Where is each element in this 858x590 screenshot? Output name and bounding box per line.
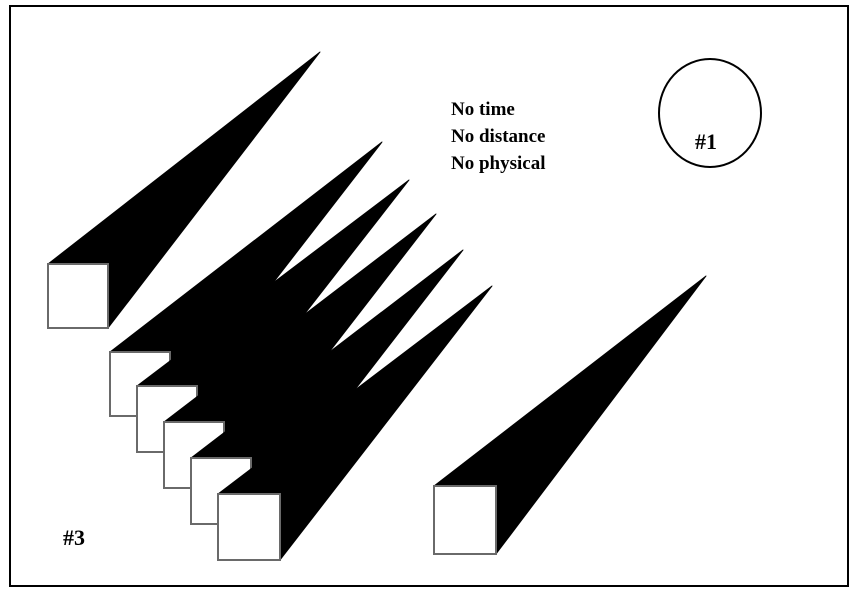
beam-group-right: [434, 276, 706, 554]
note-no-distance: No distance: [451, 126, 545, 147]
box-right: [434, 486, 496, 554]
marker-label-3: #3: [63, 525, 85, 550]
note-no-physical: No physical: [451, 153, 546, 174]
box-left: [48, 264, 108, 328]
diagram-frame: [10, 6, 848, 586]
note-no-time: No time: [451, 99, 515, 120]
box-stack-5: [218, 494, 280, 560]
marker-label-1: #1: [695, 129, 717, 154]
